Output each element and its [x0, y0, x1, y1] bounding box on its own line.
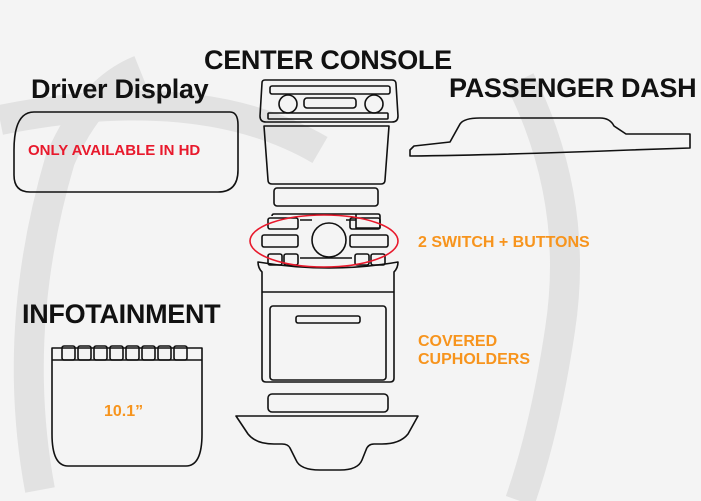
switch-panel	[261, 213, 389, 258]
console-base	[235, 415, 419, 471]
center-console-upper-panel	[263, 125, 390, 185]
cupholder-callout-line-1: COVERED	[418, 333, 498, 350]
driver-display-title: Driver Display	[31, 74, 209, 104]
driver-display-note: ONLY AVAILABLE IN HD	[28, 142, 201, 159]
passenger-dash-strip	[409, 117, 691, 157]
background-watermark	[0, 56, 580, 501]
infotainment-screen	[51, 345, 203, 467]
cupholder-callout-line-2: CUPHOLDERS	[418, 351, 531, 368]
center-console-title: CENTER CONSOLE	[204, 45, 452, 75]
infotainment-title: INFOTAINMENT	[22, 299, 221, 329]
passenger-dash-title: PASSENGER DASH	[449, 73, 697, 103]
cupholder-cover	[269, 305, 387, 381]
switch-callout: 2 SWITCH + BUTTONS	[418, 234, 590, 251]
center-console-strip	[273, 187, 379, 207]
switch-highlight-ellipse	[249, 214, 399, 268]
driver-display-panel	[13, 111, 239, 193]
cupholder-housing	[257, 261, 399, 383]
infotainment-size-label: 10.1”	[104, 403, 144, 420]
center-console-top-unit	[259, 79, 399, 123]
console-lower-strip	[267, 393, 389, 413]
